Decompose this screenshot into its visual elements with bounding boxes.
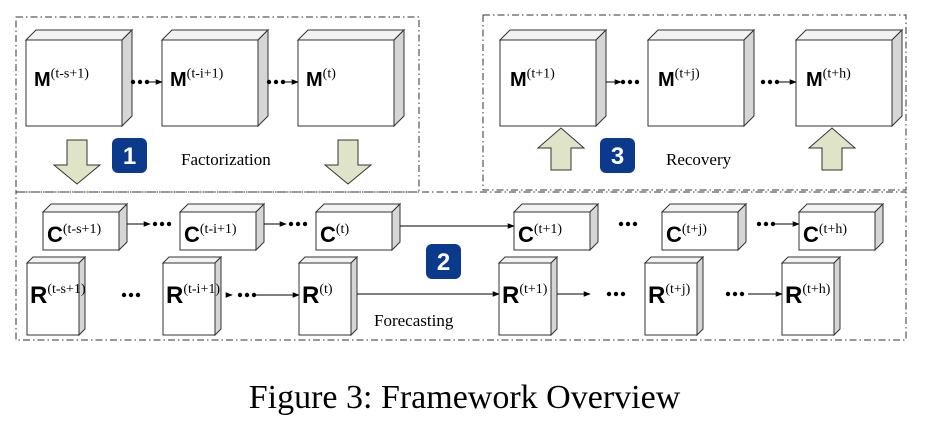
figure-caption: Figure 3: Framework Overview: [249, 379, 681, 416]
c-future-box-1: C(t+1): [512, 202, 600, 252]
r-past-dots-1: [121, 292, 141, 298]
stage-2-label: Forecasting: [374, 311, 454, 330]
r-future-box-2: R(t+j): [643, 255, 705, 337]
r-past-dots-2: [237, 292, 257, 298]
stage-1-number: 1: [123, 143, 136, 170]
m-past-dots-1: [130, 79, 150, 85]
up-arrow-left: [536, 127, 586, 171]
m-future-dots-2: [760, 79, 780, 85]
down-arrow-right: [323, 139, 373, 185]
r-future-dots-1: [606, 291, 626, 297]
r-past-box-3-label: R(t): [302, 282, 333, 309]
r-future-box-1: R(t+1): [497, 255, 559, 337]
m-future-box-3: M(t+h): [794, 28, 904, 128]
m-past-box-1-label: M(t-s+1): [34, 67, 89, 91]
c-past-box-2: C(t-i+1): [178, 202, 266, 252]
c-past-box-3: C(t): [314, 202, 402, 252]
r-past-box-1-label: R(t-s+1): [30, 282, 86, 309]
m-past-box-3-label: M(t): [306, 67, 336, 91]
stage-2-number: 2: [437, 249, 450, 276]
r-past-box-2-label: R(t-i+1): [166, 282, 220, 309]
stage-3-label: Recovery: [666, 150, 732, 169]
c-past-box-1-label: C(t-s+1): [47, 222, 101, 247]
m-future-dots-1: [620, 79, 640, 85]
c-future-box-2: C(t+j): [660, 202, 748, 252]
m-future-box-3-label: M(t+h): [806, 67, 851, 91]
c-past-box-3-label: C(t): [320, 222, 349, 247]
down-arrow-left: [52, 139, 102, 185]
r-future-dots-2: [725, 291, 745, 297]
m-future-box-1-label: M(t+1): [510, 67, 555, 91]
m-past-dots-2: [266, 79, 286, 85]
r-future-box-1-label: R(t+1): [502, 282, 548, 309]
m-future-box-1: M(t+1): [498, 28, 608, 128]
r-past-box-2: R(t-i+1): [161, 255, 223, 337]
m-past-box-1: M(t-s+1): [24, 28, 134, 128]
m-past-box-2-label: M(t-i+1): [170, 67, 224, 91]
c-future-box-3-label: C(t+h): [803, 222, 847, 247]
m-past-box-3: M(t): [296, 28, 406, 128]
c-past-dots-2: [288, 221, 308, 227]
c-past-box-1: C(t-s+1): [41, 202, 129, 252]
c-future-dots-1: [618, 221, 638, 227]
c-future-dots-2: [756, 221, 776, 227]
r-past-box-3: R(t): [297, 255, 359, 337]
c-future-box-2-label: C(t+j): [666, 222, 707, 247]
r-past-box-1: R(t-s+1): [25, 255, 87, 337]
stage-1-badge: 1: [112, 138, 147, 173]
stage-3-badge: 3: [600, 138, 635, 173]
r-future-box-3-label: R(t+h): [785, 282, 831, 309]
m-past-box-2: M(t-i+1): [160, 28, 270, 128]
c-future-box-1-label: C(t+1): [518, 222, 562, 247]
stage-1-label: Factorization: [181, 150, 271, 169]
c-future-box-3: C(t+h): [797, 202, 885, 252]
m-future-box-2-label: M(t+j): [658, 67, 700, 91]
stage-3-number: 3: [611, 143, 624, 170]
forecasting-region: [15, 191, 907, 341]
up-arrow-right: [807, 127, 857, 171]
recovery-region: [482, 14, 907, 191]
factorization-region: [15, 16, 420, 193]
m-future-box-2: M(t+j): [646, 28, 756, 128]
c-past-dots-1: [152, 221, 172, 227]
r-future-box-3: R(t+h): [780, 255, 842, 337]
c-past-box-2-label: C(t-i+1): [184, 222, 237, 247]
r-future-box-2-label: R(t+j): [648, 282, 691, 309]
stage-2-badge: 2: [426, 244, 461, 279]
